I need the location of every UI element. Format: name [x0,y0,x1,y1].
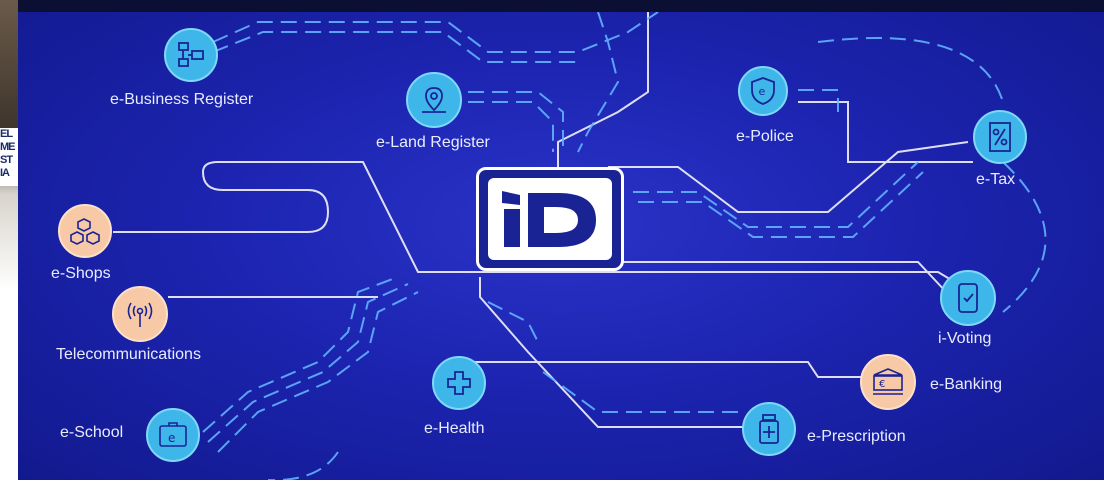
e-health-node[interactable] [432,356,486,410]
phone-check-icon [956,282,980,314]
shield-icon: e [749,76,777,106]
medical-cross-icon [445,369,473,397]
i-voting-label: i-Voting [938,330,991,348]
photo-edge [0,0,18,484]
e-police-node[interactable]: e [738,66,788,116]
id-card-icon: e [157,421,189,449]
bank-icon: € [871,367,905,397]
svg-text:€: € [879,379,885,390]
partial-side-logo: EL ME ST IA [0,128,18,186]
antenna-icon [123,299,157,329]
e-shops-node[interactable] [58,204,112,258]
e-business-register-node[interactable] [164,28,218,82]
medicine-bottle-icon [757,413,781,445]
e-prescription-node[interactable] [742,402,796,456]
svg-text:e: e [168,431,175,445]
e-banking-label: e-Banking [930,376,1002,394]
e-land-register-node[interactable] [406,72,462,128]
e-tax-label: e-Tax [976,171,1015,189]
e-tax-node[interactable] [973,110,1027,164]
id-logo [476,167,624,271]
top-border [18,0,1104,12]
percent-document-icon [987,121,1013,153]
e-police-label: e-Police [736,128,794,146]
boxes-icon [68,216,102,246]
e-banking-node[interactable]: € [860,354,916,410]
e-business-register-label: e-Business Register [110,91,253,109]
e-shops-label: e-Shops [51,265,111,283]
e-school-label: e-School [60,424,123,442]
e-school-node[interactable]: e [146,408,200,462]
svg-text:e: e [759,85,766,98]
id-logo-inner [488,178,612,260]
org-chart-icon [176,40,206,70]
telecommunications-node[interactable] [112,286,168,342]
e-health-label: e-Health [424,420,484,438]
telecommunications-label: Telecommunications [56,346,201,364]
diagram-panel: e-Business Register e-Land Register e e-… [18,12,1104,480]
e-land-register-label: e-Land Register [376,134,490,152]
map-pin-icon [419,85,449,115]
e-prescription-label: e-Prescription [807,428,906,446]
id-logo-mark [498,187,602,251]
i-voting-node[interactable] [940,270,996,326]
